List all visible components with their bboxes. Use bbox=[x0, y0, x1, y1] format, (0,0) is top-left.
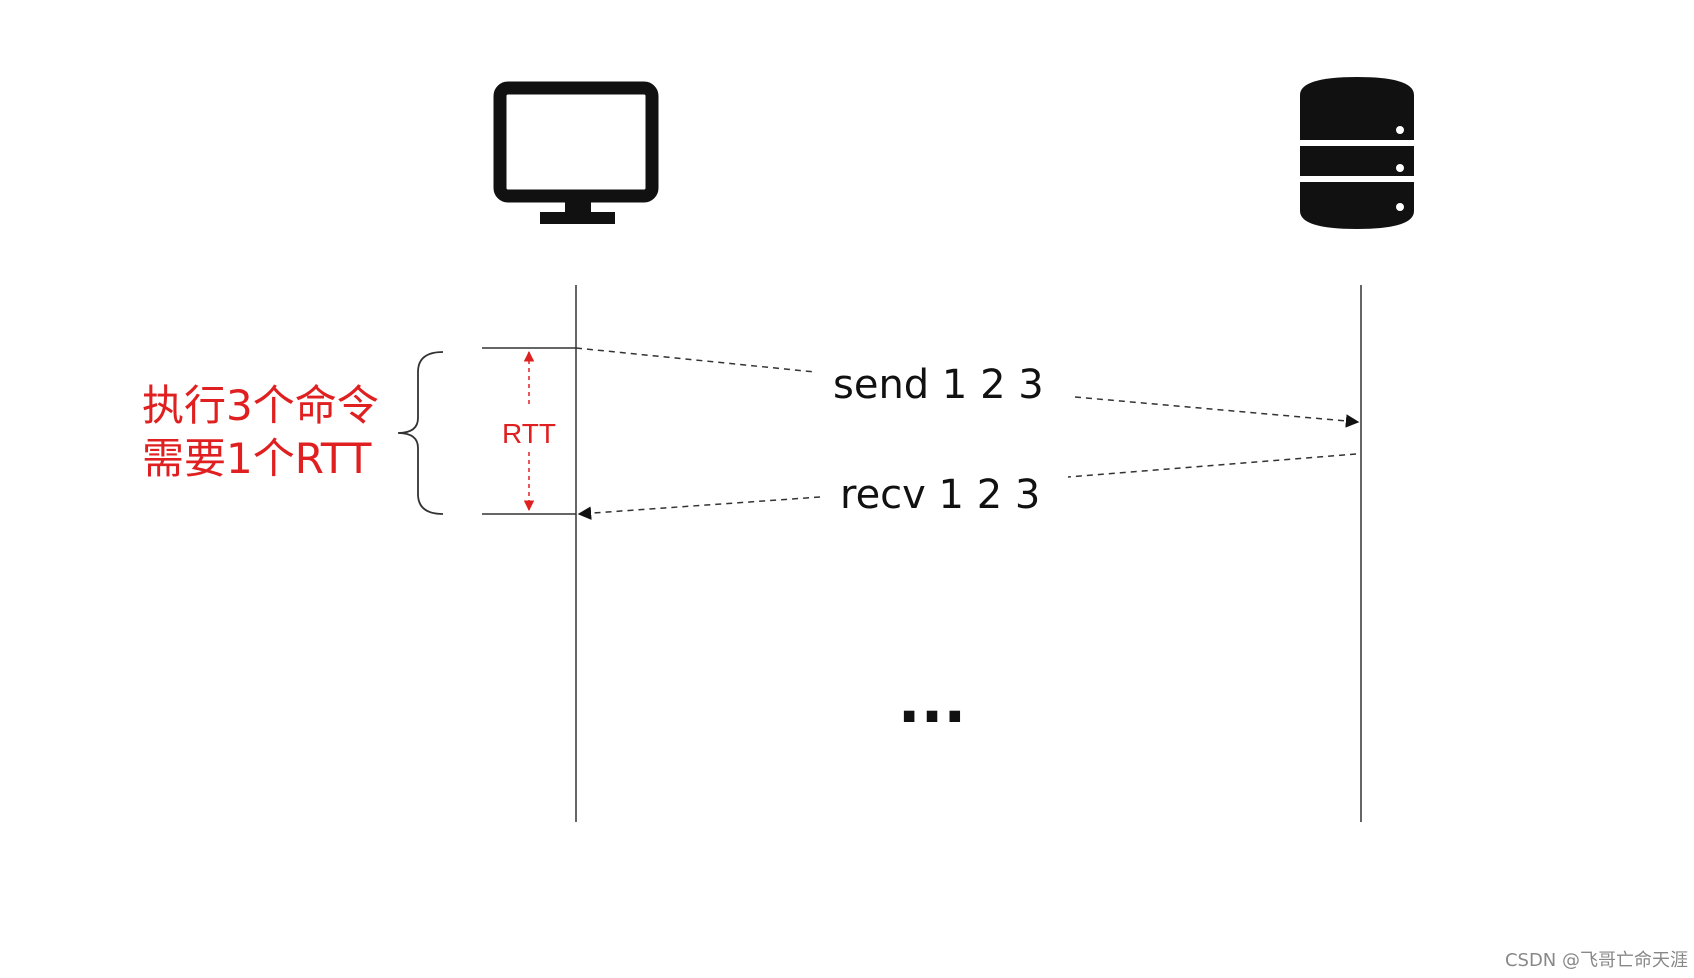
ellipsis: ... bbox=[898, 667, 966, 737]
send-label: send 1 2 3 bbox=[833, 362, 1044, 408]
send-arrow-segment-b bbox=[1074, 396, 1360, 428]
note-line-1: 执行3个命令 bbox=[142, 381, 379, 430]
recv-arrow-segment-b bbox=[577, 496, 821, 520]
watermark: CSDN @飞哥亡命天涯 bbox=[1505, 950, 1688, 971]
monitor-icon bbox=[493, 81, 659, 224]
recv-label: recv 1 2 3 bbox=[840, 472, 1040, 518]
curly-brace bbox=[397, 351, 444, 515]
rtt-label: RTT bbox=[502, 418, 556, 449]
database-icon bbox=[1300, 77, 1414, 229]
recv-arrow-segment-a bbox=[1067, 453, 1357, 478]
send-arrow-segment-a bbox=[575, 347, 816, 373]
note-line-2: 需要1个RTT bbox=[142, 434, 372, 483]
